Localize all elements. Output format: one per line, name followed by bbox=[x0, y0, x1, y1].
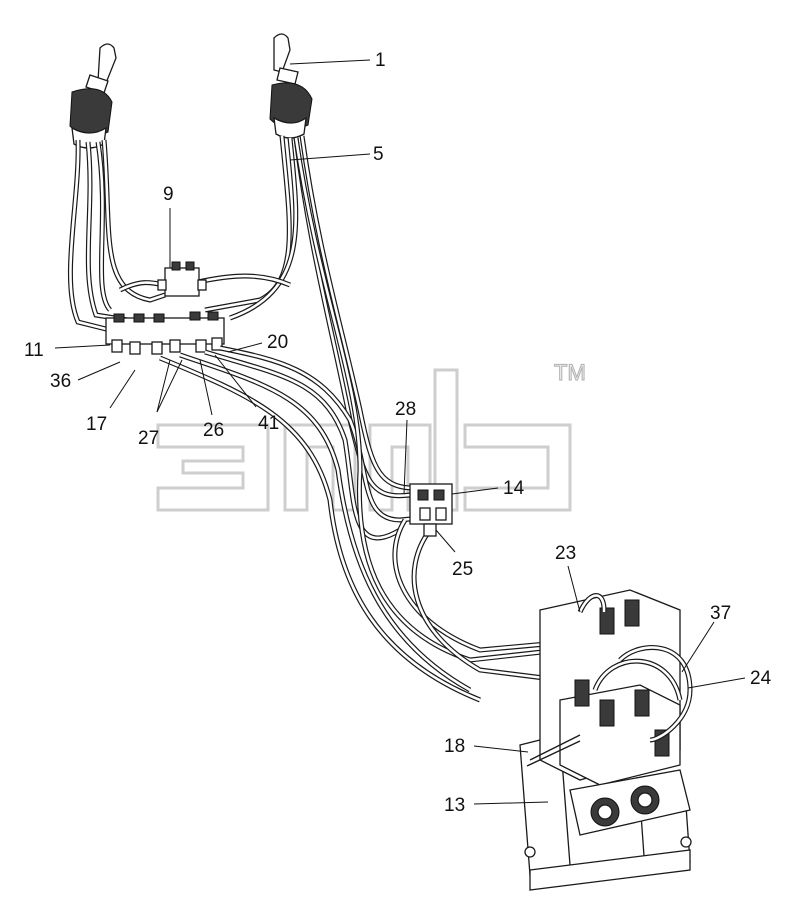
pilot-hose-bundle bbox=[293, 137, 591, 683]
left-joystick-hoses bbox=[67, 139, 166, 333]
watermark-trademark: TM bbox=[554, 360, 586, 385]
callout-labels: 1 5 9 11 20 36 17 27 26 41 28 14 25 23 3… bbox=[24, 50, 772, 816]
callout-26: 26 bbox=[203, 420, 224, 441]
callout-20: 20 bbox=[267, 332, 288, 353]
callout-14: 14 bbox=[503, 478, 525, 499]
right-joystick-hoses bbox=[204, 135, 421, 499]
watermark-logo: TM bbox=[156, 359, 586, 512]
manifold-to-valve-hoses bbox=[159, 345, 481, 703]
callout-11: 11 bbox=[24, 340, 44, 361]
callout-9: 9 bbox=[163, 184, 174, 205]
leader-lines bbox=[54, 59, 746, 805]
callout-1: 1 bbox=[375, 50, 386, 71]
callout-24: 24 bbox=[750, 668, 772, 689]
valve-block-14 bbox=[409, 483, 453, 537]
callout-25: 25 bbox=[452, 559, 473, 580]
callout-28: 28 bbox=[395, 399, 416, 420]
callout-18: 18 bbox=[444, 736, 465, 757]
callout-37: 37 bbox=[710, 603, 731, 624]
callout-23: 23 bbox=[555, 543, 576, 564]
callout-5: 5 bbox=[373, 144, 384, 165]
callout-41: 41 bbox=[258, 413, 279, 434]
left-joystick bbox=[69, 43, 117, 149]
manifold-block-11 bbox=[105, 311, 225, 355]
callout-17: 17 bbox=[86, 414, 107, 435]
callout-13: 13 bbox=[444, 795, 465, 816]
callout-27: 27 bbox=[138, 428, 159, 449]
callout-36: 36 bbox=[50, 371, 71, 392]
main-control-valve-13 bbox=[519, 589, 693, 891]
right-joystick bbox=[269, 33, 313, 139]
shuttle-valve-9 bbox=[118, 261, 291, 297]
